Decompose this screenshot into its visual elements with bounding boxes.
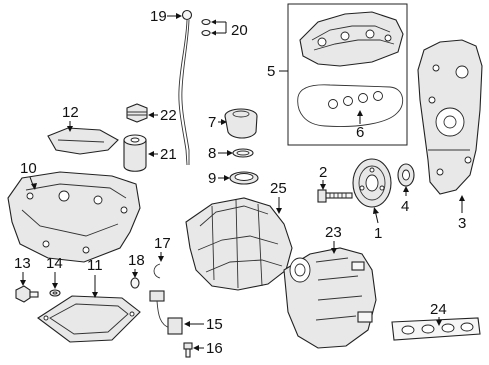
callout-15: 15 xyxy=(184,316,223,333)
part-15-sensor xyxy=(149,290,183,335)
callout-22: 22 xyxy=(148,107,177,124)
callout-20: 20 xyxy=(211,19,248,39)
callout-11-number: 11 xyxy=(87,257,103,274)
callout-10-number: 10 xyxy=(20,160,37,177)
part-21-oil-filter xyxy=(123,134,147,172)
callout-17: 17 xyxy=(154,235,171,262)
part-2-bolt xyxy=(317,189,353,203)
callout-7: 7 xyxy=(208,114,227,131)
callout-12: 12 xyxy=(62,104,79,132)
part-14-washer xyxy=(49,289,61,297)
callout-12-number: 12 xyxy=(62,104,79,121)
part-17-clip xyxy=(153,263,161,279)
callout-2-number: 2 xyxy=(319,164,327,181)
callout-5-number: 5 xyxy=(267,63,275,80)
callout-9-number: 9 xyxy=(208,170,216,187)
callout-8: 8 xyxy=(208,145,233,162)
callout-14-number: 14 xyxy=(46,255,63,272)
callout-14: 14 xyxy=(46,255,63,289)
part-8-o-ring xyxy=(232,148,254,158)
part-7-filler-cap xyxy=(224,108,258,139)
part-22-nut xyxy=(126,103,148,123)
part-20-o-rings xyxy=(201,18,211,37)
part-12-baffle xyxy=(47,127,119,155)
callout-8-number: 8 xyxy=(208,145,216,162)
part-16-bolt xyxy=(183,342,193,358)
callout-18-number: 18 xyxy=(128,252,145,269)
callout-2: 2 xyxy=(319,164,327,190)
part-18-o-ring xyxy=(130,277,140,289)
callout-7-number: 7 xyxy=(208,114,216,131)
callout-4: 4 xyxy=(401,186,409,215)
callout-24-number: 24 xyxy=(430,301,447,318)
callout-25: 25 xyxy=(270,180,287,214)
callout-10: 10 xyxy=(20,160,37,190)
part-5-valve-cover-box xyxy=(287,3,408,146)
part-19-dipstick xyxy=(178,9,193,166)
callout-11: 11 xyxy=(87,257,103,298)
part-13-drain-plug xyxy=(15,285,39,303)
callout-23: 23 xyxy=(325,224,342,254)
callout-3: 3 xyxy=(458,195,466,232)
callout-23-number: 23 xyxy=(325,224,342,241)
part-3-timing-cover xyxy=(417,39,483,195)
callout-17-number: 17 xyxy=(154,235,171,252)
callout-9: 9 xyxy=(208,170,230,187)
part-11-lower-pan xyxy=(37,295,141,343)
part-4-seal xyxy=(397,163,415,187)
callout-25-number: 25 xyxy=(270,180,287,197)
callout-19-number: 19 xyxy=(150,8,167,25)
part-1-pulley xyxy=(352,158,392,208)
part-24-intake-gasket xyxy=(391,317,481,341)
part-9-seal-ring xyxy=(229,171,259,185)
part-23-intake-manifold xyxy=(283,247,377,349)
callout-6-number: 6 xyxy=(356,124,364,141)
callout-19: 19 xyxy=(150,8,182,25)
part-25-shield xyxy=(185,197,293,291)
callout-4-number: 4 xyxy=(401,198,409,215)
callout-15-number: 15 xyxy=(206,316,223,333)
callout-16-number: 16 xyxy=(206,340,223,357)
callout-5: 5 xyxy=(267,63,288,80)
callout-6: 6 xyxy=(356,110,364,141)
callout-16: 16 xyxy=(193,340,223,357)
part-10-oil-pan xyxy=(7,171,141,263)
callout-24: 24 xyxy=(430,301,447,326)
callout-20-number: 20 xyxy=(231,22,248,39)
callout-1-number: 1 xyxy=(374,225,382,242)
callout-21: 21 xyxy=(148,146,177,163)
callout-13-number: 13 xyxy=(14,255,31,272)
callout-18: 18 xyxy=(128,252,145,278)
callout-22-number: 22 xyxy=(160,107,177,124)
callout-1: 1 xyxy=(373,207,382,242)
callout-21-number: 21 xyxy=(160,146,177,163)
callout-3-number: 3 xyxy=(458,215,466,232)
callout-13: 13 xyxy=(14,255,31,286)
